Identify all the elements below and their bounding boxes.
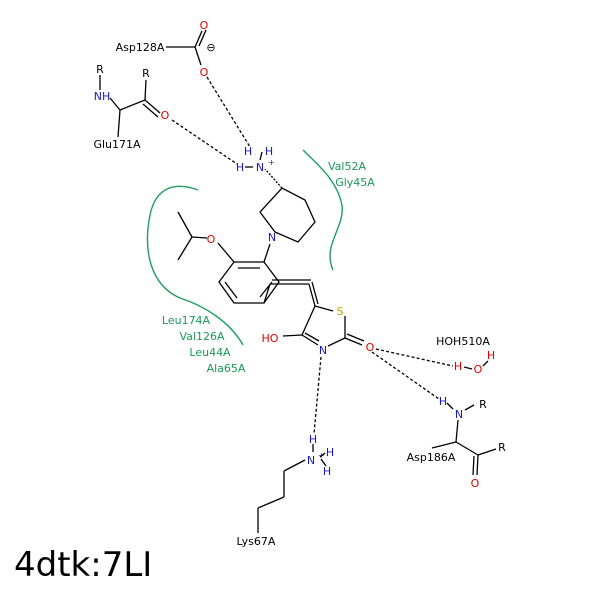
atom-ammonium-plus: + (268, 158, 275, 167)
atom-asp186-r2: R (498, 441, 506, 454)
atom-water-h2: H (454, 360, 462, 373)
residue-asp186 (431, 402, 497, 476)
atom-glu171-o: O (161, 109, 170, 122)
label-gly45: Gly45A (335, 176, 375, 189)
atom-hydroxyl: HO (262, 332, 279, 345)
atom-ammonium-h1: H (244, 145, 252, 158)
atom-asp186-r1: R (479, 398, 487, 411)
hbond-thiazole-n-lys67 (313, 356, 322, 435)
atom-lys67-h2: H (326, 446, 334, 459)
thiazole-ring (282, 305, 365, 347)
atom-lys67-n: N (307, 454, 315, 467)
atom-ammonium-h3: H (236, 161, 244, 174)
label-glu171: Glu171A (93, 138, 141, 151)
atom-glu171-nh: NH (94, 90, 111, 103)
hbond-carbonyl-asp186 (371, 351, 440, 400)
atom-thiazole-nitrogen: N (319, 344, 327, 357)
hbond-carbonyl-water (375, 348, 454, 367)
atom-ammonium-nitrogen: N (256, 161, 264, 174)
atom-lys67-h3: H (323, 465, 331, 478)
methylidene-bridge (263, 279, 319, 307)
label-asp128: Asp128A (116, 41, 165, 54)
hydrophobic-arc-leu174-ala65 (146, 185, 244, 346)
label-asp186: Asp186A (407, 451, 456, 464)
label-val52: Val52A (328, 160, 366, 173)
charge-asp128-minus: ⊖ (206, 41, 215, 54)
atom-ammonium-h2: H (265, 145, 273, 158)
atom-glu171-r1: R (96, 63, 104, 76)
label-leu44: Leu44A (189, 346, 231, 359)
complex-title: 4dtk:7LI (14, 545, 153, 585)
atom-asp186-h: H (439, 395, 447, 408)
atom-water-h1: H (487, 349, 495, 362)
label-leu174: Leu174A (162, 314, 211, 327)
label-hoh510: HOH510A (436, 335, 490, 348)
atom-asp128-o2: O (200, 66, 209, 79)
atom-water-o: O (474, 363, 483, 376)
label-val126: Val126A (180, 330, 225, 343)
residue-asp128 (166, 29, 207, 66)
ammonium-bonds (259, 151, 283, 189)
atom-asp128-o1: O (200, 19, 209, 32)
benzene-ring (218, 261, 280, 304)
atom-lys67-h1: H (309, 433, 317, 446)
atom-glu171-r2: R (142, 67, 150, 80)
atom-asp186-o: O (471, 477, 480, 490)
residue-glu171 (99, 75, 161, 138)
atom-thiazole-sulfur: S (337, 305, 344, 318)
atom-piperidine-nitrogen: N (268, 231, 276, 244)
label-ala65: Ala65A (207, 362, 246, 375)
atom-carbonyl-oxygen: O (366, 341, 375, 354)
atom-ether-oxygen: O (207, 233, 216, 246)
residue-lys67 (257, 444, 327, 533)
isopropoxy-group (177, 211, 235, 263)
piperidine-ring (259, 187, 316, 263)
hbond-asp128-ammonium (206, 76, 251, 148)
hydrophobic-arc-val52-gly45 (302, 149, 343, 271)
atom-asp186-n: N (455, 408, 463, 421)
hbond-glu171-ammonium (171, 119, 238, 165)
label-lys67: Lys67A (237, 535, 276, 548)
